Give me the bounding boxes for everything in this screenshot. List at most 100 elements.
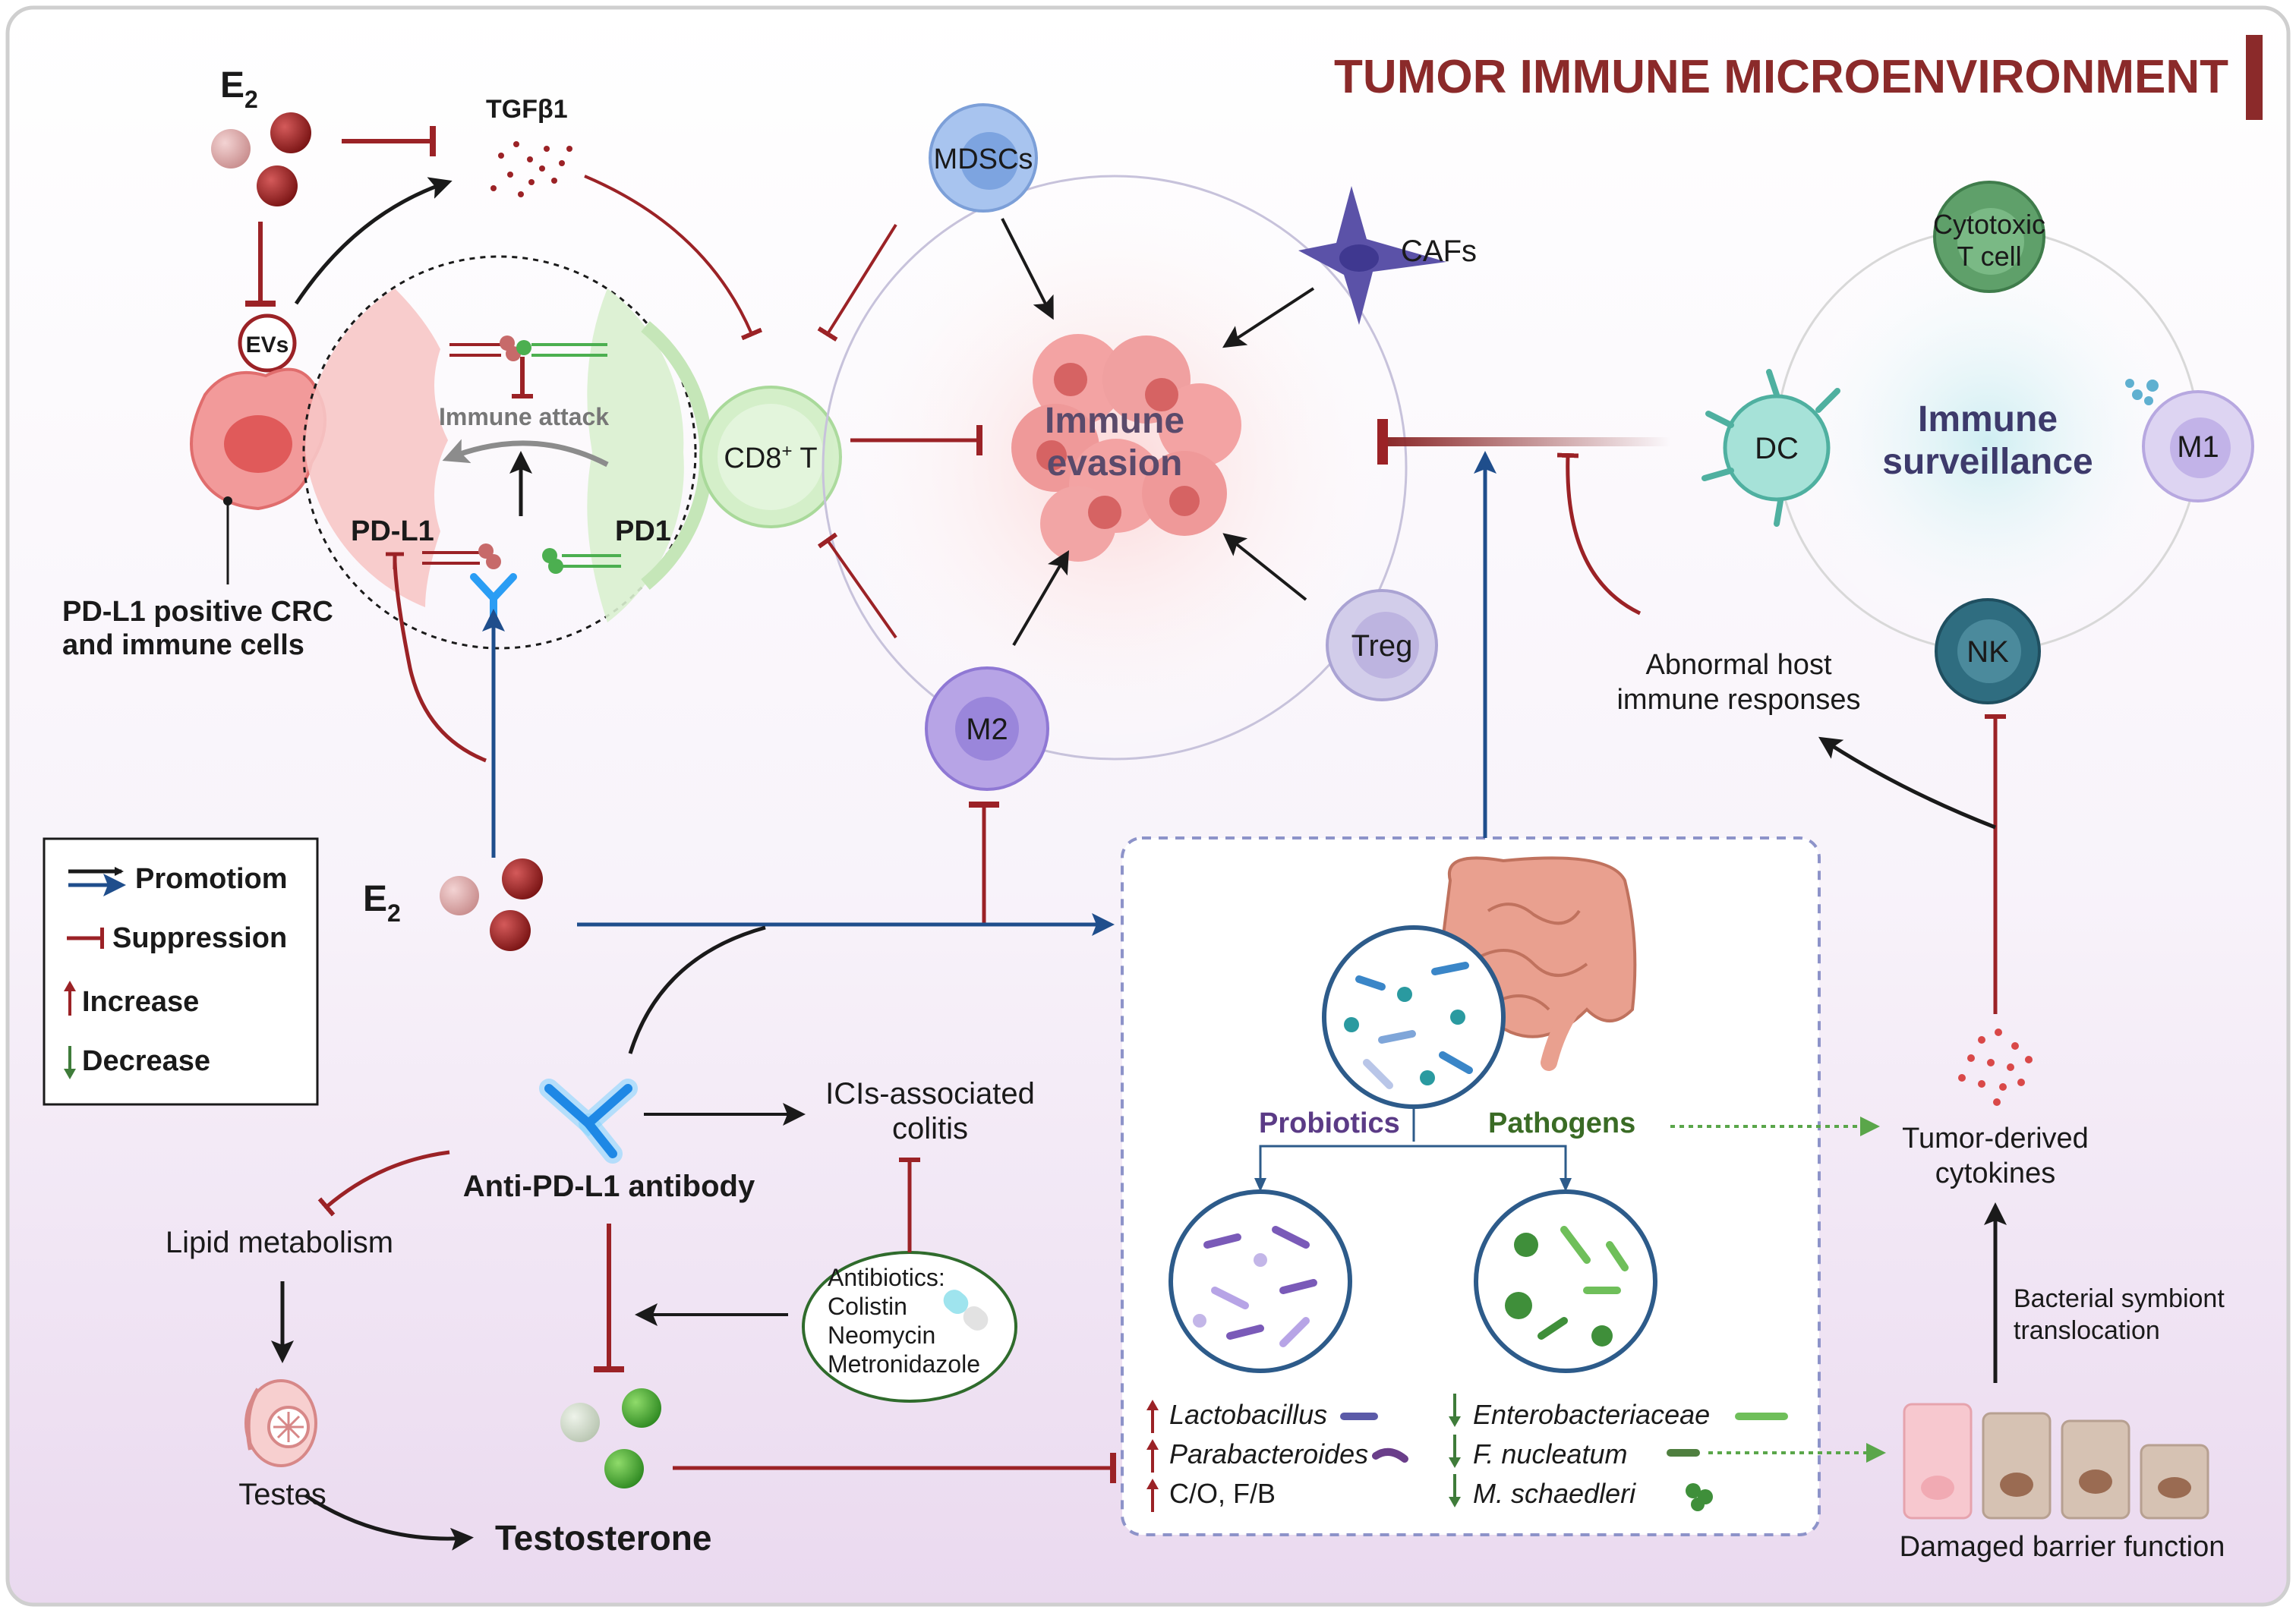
center-panel: Immune evasion MDSCs CAFs M2 — [817, 103, 1477, 925]
cytokine-particles — [1958, 1029, 2033, 1106]
increase-list: Lactobacillus Parabacteroides C/O, F/B — [1146, 1399, 1408, 1512]
anti-pdl1-antibody-icon — [539, 1079, 638, 1164]
evs-label: EVs — [246, 332, 289, 358]
pd1-label: PD1 — [615, 515, 671, 547]
pathogens-circle — [1474, 1189, 1657, 1373]
split-arrowhead — [1254, 1178, 1266, 1192]
lipid-label: Lipid metabolism — [166, 1226, 393, 1259]
increase-arrow — [1146, 1400, 1159, 1433]
antibiotics-title: Antibiotics: — [828, 1264, 945, 1291]
lower-left-panel: E2 Anti-PD-L1 antibody ICIs-associated c… — [166, 858, 1116, 1558]
synapse-zoom-circle — [302, 255, 697, 650]
legend-increase-label: Increase — [82, 986, 199, 1018]
callout-dot — [223, 496, 232, 506]
dc-label: DC — [1755, 432, 1799, 465]
mdscs-cell — [929, 103, 1038, 213]
increase-arrow — [1146, 1439, 1159, 1473]
parabacteroides-label: Parabacteroides — [1169, 1438, 1368, 1470]
testes-label: Testes — [238, 1478, 326, 1511]
icis-label-1: ICIs-associated — [825, 1077, 1035, 1110]
tumor-surface-zoom — [304, 288, 448, 607]
probiotics-circle — [1168, 1189, 1352, 1373]
e2-molecule-pink — [440, 876, 479, 915]
increase-arrow — [1146, 1479, 1159, 1512]
suppression-arrow — [584, 175, 763, 341]
pdl1-receptor-bottom — [422, 543, 501, 569]
microbiota-bacteria — [1344, 962, 1473, 1089]
m-schaedleri-label: M. schaedleri — [1473, 1478, 1636, 1509]
evs-vesicle — [238, 313, 297, 373]
immune-attack-label: Immune attack — [439, 403, 609, 430]
cafs-cell — [1298, 186, 1446, 325]
testosterone-molecule-green — [604, 1449, 644, 1488]
tcell-surface-zoom — [587, 288, 684, 622]
m1-label: M1 — [2177, 430, 2219, 464]
decrease-list: Enterobacteriaceae F. nucleatum M. schae… — [1449, 1394, 1788, 1511]
tgfb1-particles — [490, 141, 572, 197]
translocation-label-2: translocation — [2014, 1316, 2160, 1345]
nk-cell — [1935, 598, 2041, 704]
dendritic-cell — [1702, 369, 1840, 527]
promotion-arrow — [304, 1493, 474, 1551]
antibiotic-metronidazole: Metronidazole — [828, 1350, 980, 1378]
pdl1-pd1-binding-top — [449, 335, 607, 361]
split-arrowhead — [1560, 1178, 1572, 1192]
microbiota-circle — [1322, 925, 1506, 1109]
suppression-arrow — [393, 561, 487, 763]
decrease-arrow — [1449, 1394, 1461, 1427]
suppression-arrow — [817, 223, 897, 342]
e2-mid-label: E2 — [363, 879, 401, 927]
suppression-arrow — [817, 532, 897, 639]
testosterone-label: Testosterone — [495, 1518, 711, 1558]
promotion-arrow — [1222, 533, 1307, 601]
cytotoxic-label-1: Cytotoxic — [1933, 209, 2045, 240]
parabacteroides-icon — [1372, 1447, 1408, 1463]
nk-label: NK — [1966, 635, 2009, 669]
legend-box — [43, 837, 319, 1106]
immune-attack-arrow — [442, 439, 609, 468]
legend-decrease-label: Decrease — [82, 1045, 210, 1077]
lactobacillus-label: Lactobacillus — [1169, 1399, 1327, 1430]
surveillance-suppression-bar — [1377, 419, 1388, 465]
tumor-cluster — [1011, 334, 1241, 562]
e2-molecule-red — [257, 165, 298, 206]
microbiota-panel: Probiotics Pathogens — [1121, 451, 1886, 1536]
capsule-icon — [943, 1290, 989, 1331]
abnormal-label-1: Abnormal host — [1645, 649, 1831, 681]
legend-promotion-label: Promotiom — [135, 863, 288, 895]
f-nucleatum-label: F. nucleatum — [1473, 1438, 1627, 1470]
co-fb-label: C/O, F/B — [1169, 1478, 1276, 1509]
diagram-title: TUMOR IMMUNE MICROENVIRONMENT — [1334, 51, 2228, 103]
left-panel: E2 TGFβ1 EVs PD-L1 positive CRC and immu… — [62, 65, 842, 858]
pd1-receptor-bottom — [542, 548, 621, 574]
promotion-arrow — [1012, 550, 1070, 647]
title-accent-bar — [2246, 35, 2263, 120]
immune-surveillance-label-1: Immune — [1918, 399, 2058, 439]
surveillance-suppression-line — [1386, 437, 1670, 446]
m-schaedleri-icon — [1686, 1483, 1713, 1511]
promotion-arrow — [1818, 736, 1996, 830]
tumor-cytokines-label-1: Tumor-derived — [1902, 1123, 2089, 1155]
immune-evasion-label-1: Immune — [1045, 401, 1184, 441]
enterobacteriaceae-label: Enterobacteriaceae — [1473, 1399, 1710, 1430]
pathogens-label: Pathogens — [1488, 1107, 1635, 1139]
right-panel: Immune surveillance Cytotoxic T cell DC … — [1377, 181, 2254, 1563]
split-connector — [1259, 1145, 1567, 1189]
antibody-to-e2-curve — [628, 925, 766, 1054]
suppression-arrow — [1556, 452, 1642, 616]
mdscs-label: MDSCs — [934, 143, 1033, 175]
cd8-t-cell-nucleus — [718, 404, 824, 510]
probiotic-bacteria — [1193, 1226, 1317, 1347]
m2-macrophage — [925, 666, 1049, 791]
promotion-arrow — [1222, 287, 1315, 348]
treg-label: Treg — [1351, 629, 1413, 663]
cd8-label: CD8+ T — [724, 441, 817, 474]
tgfb1-label: TGFβ1 — [486, 95, 568, 124]
e2-molecule-red — [490, 910, 531, 951]
treg-cell — [1326, 589, 1438, 701]
legend-suppression-label: Suppression — [112, 922, 287, 954]
e2-molecule-pink — [211, 129, 251, 169]
m1-macrophage — [2125, 379, 2254, 502]
testosterone-molecule-grey — [560, 1403, 600, 1442]
